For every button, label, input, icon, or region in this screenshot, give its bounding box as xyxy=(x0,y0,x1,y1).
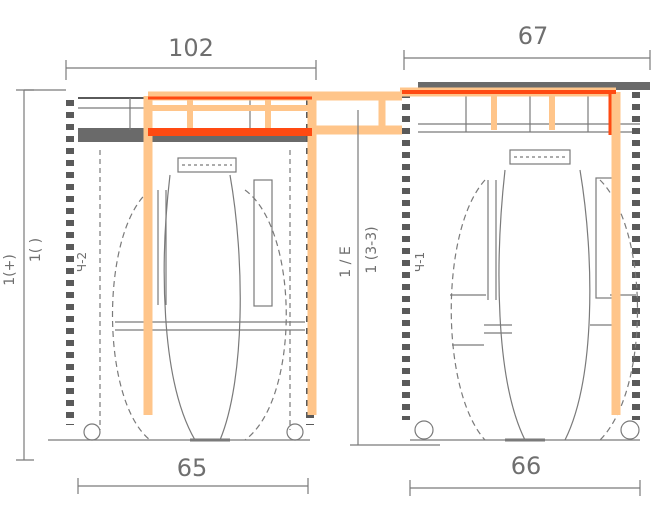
right-vessel-outline xyxy=(450,179,486,441)
left-vessel-inner xyxy=(219,174,241,441)
right-bottom-dimension-label: 66 xyxy=(511,452,542,480)
connector xyxy=(312,91,402,135)
right-top-beam xyxy=(418,82,650,90)
left-vessel-outline xyxy=(244,189,287,441)
left-top-dimension-label: 102 xyxy=(168,34,214,62)
right-vertical-outer-label: 1 / E xyxy=(338,246,354,277)
right-top-dimension-label: 67 xyxy=(518,22,549,50)
right-vertical-inner-label: 1 (3-3) xyxy=(364,226,380,273)
left-view xyxy=(16,60,317,494)
left-vessel-cap xyxy=(177,157,237,173)
left-wheel xyxy=(83,423,101,441)
left-bottom-dimension-label: 65 xyxy=(177,454,208,482)
right-side-label: Ч-1 xyxy=(413,252,427,272)
right-vessel-inner xyxy=(498,169,526,441)
left-vertical-inner-label: 1( ) xyxy=(28,238,44,262)
left-pipe-block xyxy=(253,179,273,307)
labels: 102 65 1(+) 1( ) Ч-2 67 66 1 / E 1 (3-3)… xyxy=(2,22,548,482)
left-side-label: Ч-2 xyxy=(75,252,89,272)
right-view xyxy=(350,50,651,496)
right-vessel-inner xyxy=(564,169,591,441)
right-wheel xyxy=(414,420,434,440)
left-vessel-inner xyxy=(163,174,196,441)
left-vessel-outline xyxy=(111,189,151,441)
right-wheel xyxy=(620,420,640,440)
left-wheel xyxy=(286,423,304,441)
left-vertical-outer-label: 1(+) xyxy=(2,254,18,286)
right-vessel-cap xyxy=(509,149,571,165)
